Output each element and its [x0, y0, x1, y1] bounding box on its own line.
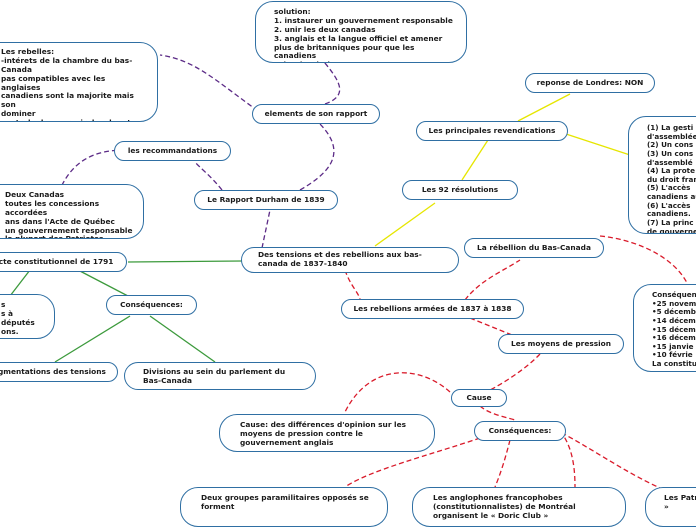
link-rebellion-consequences-right: [599, 235, 691, 291]
link-central-acte: [127, 260, 243, 263]
node-anglophones[interactable]: Les anglophones francophobes (constituti…: [412, 487, 626, 527]
link-durham-elements: [299, 123, 335, 191]
link-consequences-anglophones: [494, 439, 511, 488]
node-rapport-durham[interactable]: Le Rapport Durham de 1839: [194, 190, 338, 210]
node-cause[interactable]: Cause: [451, 389, 507, 407]
node-acte-constitutionnel[interactable]: Acte constitutionnel de 1791: [0, 252, 127, 272]
node-augmentation-tensions[interactable]: Augmentations des tensions: [0, 362, 118, 382]
node-revendications-list[interactable]: (1) La gesti d'assemblée (2) Un cons (3)…: [628, 116, 696, 234]
link-recommandations-deux-canadas: [61, 149, 126, 186]
link-cause-diff: [344, 372, 451, 413]
node-solution[interactable]: solution: 1. instaurer un gouvernement r…: [255, 1, 467, 63]
node-rebellions-armees[interactable]: Les rebellions armées de 1837 à 1838: [341, 299, 524, 319]
link-resolutions-revendications: [461, 139, 489, 181]
link-acte-left: [9, 269, 31, 297]
node-reponse-londres[interactable]: reponse de Londres: NON: [525, 73, 655, 93]
link-rebellions-armees-moyens: [469, 317, 513, 336]
link-central-rebellions-armees: [344, 269, 361, 300]
link-cause-consequences-bottom: [479, 405, 516, 421]
node-92-resolutions[interactable]: Les 92 résolutions: [402, 180, 518, 200]
node-recommandations[interactable]: les recommandations: [114, 141, 231, 161]
node-elements-rapport[interactable]: elements de son rapport: [252, 104, 380, 124]
link-consequences-divisions: [149, 315, 216, 363]
link-elements-rebelles: [159, 54, 259, 112]
link-consequences-augmentation: [54, 315, 131, 363]
node-consequences-right[interactable]: Conséquen •25 novem •5 décemb •14 décem …: [633, 284, 696, 372]
link-revendications-list: [565, 133, 631, 156]
node-left-truncated[interactable]: s s à députés ons.: [0, 294, 55, 339]
node-moyens-pression[interactable]: Les moyens de pression: [498, 334, 624, 354]
link-revendications-reponse: [517, 93, 571, 122]
link-elements-solution: [317, 54, 341, 105]
node-divisions-parlement[interactable]: Divisions au sein du parlement du Bas-Ca…: [124, 362, 316, 390]
link-rebellions-armees-rebellion: [464, 259, 521, 301]
node-deux-canadas[interactable]: Deux Canadas toutes les concessions acco…: [0, 184, 144, 239]
node-principales-revendications[interactable]: Les principales revendications: [416, 121, 568, 141]
node-rebellion-bas-canada[interactable]: La rébellion du Bas-Canada: [464, 238, 604, 258]
node-patriotes[interactable]: Les Patr »: [645, 487, 696, 527]
node-paramilitaires[interactable]: Deux groupes paramilitaires opposés se f…: [180, 487, 388, 527]
link-moyens-cause: [489, 353, 541, 391]
link-central-resolutions: [374, 202, 436, 247]
link-consequences-down: [554, 424, 576, 488]
central-topic[interactable]: Des tensions et des rebellions aux bas-c…: [241, 247, 459, 273]
node-cause-differences[interactable]: Cause: des différences d'opinion sur les…: [219, 414, 435, 452]
link-acte-consequences: [77, 269, 129, 297]
link-consequences-patriotes: [539, 421, 661, 489]
node-consequences-bottom[interactable]: Conséquences:: [474, 421, 566, 441]
node-consequences-left[interactable]: Conséquences:: [106, 295, 197, 315]
node-les-rebelles[interactable]: Les rebelles: -intérets de la chambre du…: [0, 42, 158, 122]
link-central-durham: [261, 209, 271, 249]
link-durham-recommandations: [194, 161, 223, 191]
link-consequences-paramilitaires: [344, 437, 481, 488]
